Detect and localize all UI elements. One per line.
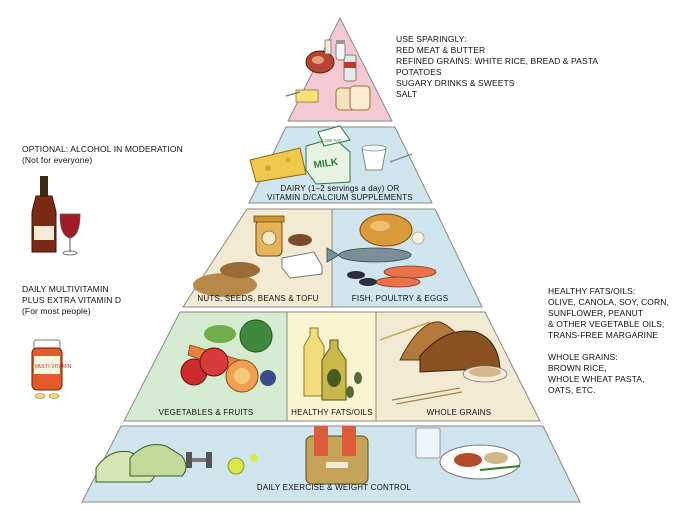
tier-label-exercise: DAILY EXERCISE & WEIGHT CONTROL <box>257 483 412 492</box>
tier-label-vegetables: VEGETABLES & FRUITS <box>159 408 254 417</box>
seeds-pile-illustration <box>193 234 312 297</box>
note-line: OPTIONAL: ALCOHOL IN MODERATION <box>22 144 183 154</box>
note-line: POTATOES <box>396 67 442 77</box>
tier-label-dairy-line2: VITAMIN D/CALCIUM SUPPLEMENTS <box>267 193 413 202</box>
whole-grains-illustration <box>379 321 508 405</box>
tier-label-fish: FISH, POULTRY & EGGS <box>352 294 448 303</box>
note-use-sparingly: USE SPARINGLY: RED MEAT & BUTTER REFINED… <box>396 34 598 100</box>
oil-bottles-illustration <box>303 327 362 401</box>
tier-label-nuts: NUTS, SEEDS, BEANS & TOFU <box>197 294 318 303</box>
dumbbells-illustration <box>186 452 258 475</box>
note-line: USE SPARINGLY: <box>396 34 467 44</box>
butter-illustration <box>285 89 319 103</box>
mussels-illustration <box>347 231 425 286</box>
milk-carton-top-label: LOW FAT <box>322 138 342 143</box>
fish-illustration <box>326 247 412 263</box>
note-line: (Not for everyone) <box>22 155 93 165</box>
bread-illustration <box>335 85 371 111</box>
note-line: & OTHER VEGETABLE OILS; <box>548 319 665 329</box>
tofu-illustration <box>281 251 323 279</box>
note-line: SUGARY DRINKS & SWEETS <box>396 78 515 88</box>
note-whole-grains: WHOLE GRAINS: BROWN RICE, WHOLE WHEAT PA… <box>548 352 645 396</box>
milk-carton-label: MILK <box>313 157 340 171</box>
soda-can-illustration <box>343 54 357 82</box>
cheese-illustration <box>249 147 307 183</box>
tier-label-whole-grains: WHOLE GRAINS <box>427 408 492 417</box>
note-line: HEALTHY FATS/OILS: <box>548 286 636 296</box>
note-line: PLUS EXTRA VITAMIN D <box>22 295 122 305</box>
note-multivitamin: DAILY MULTIVITAMIN PLUS EXTRA VITAMIN D … <box>22 284 121 317</box>
note-alcohol: OPTIONAL: ALCOHOL IN MODERATION (Not for… <box>22 144 183 166</box>
note-line: WHOLE WHEAT PASTA, <box>548 374 645 384</box>
milk-carton-illustration: MILK LOW FAT <box>305 125 351 185</box>
multivitamin-bottle-label: MULTI-VITAMIN <box>35 364 72 370</box>
note-line: RED MEAT & BUTTER <box>396 45 486 55</box>
plate-meal-illustration <box>415 427 521 480</box>
note-line: DAILY MULTIVITAMIN <box>22 284 109 294</box>
scale-feet-illustration <box>305 426 369 485</box>
note-line: (For most people) <box>22 306 91 316</box>
note-line: SUNFLOWER, PEANUT <box>548 308 644 318</box>
note-line: BROWN RICE, <box>548 363 607 373</box>
note-line: TRANS-FREE MARGARINE <box>548 330 659 340</box>
tier-label-dairy-line1: DAIRY (1–2 servings a day) OR <box>281 184 400 193</box>
yogurt-cup-illustration <box>361 144 413 171</box>
vegetables-illustration <box>180 319 276 393</box>
sneakers-illustration <box>95 444 187 483</box>
note-line: SALT <box>396 89 418 99</box>
roast-chicken-illustration <box>359 213 413 247</box>
tier-label-healthy-fats: HEALTHY FATS/OILS <box>291 408 373 417</box>
note-healthy-fats: HEALTHY FATS/OILS: OLIVE, CANOLA, SOY, C… <box>548 286 669 341</box>
note-line: OATS, ETC. <box>548 385 596 395</box>
nuts-jar-illustration <box>253 215 285 257</box>
multivitamin-bottle-illustration: MULTI-VITAMIN <box>31 339 72 399</box>
wine-bottle-illustration <box>31 176 57 253</box>
red-meat-illustration <box>305 39 335 74</box>
note-line: REFINED GRAINS: WHITE RICE, BREAD & PAST… <box>396 56 599 66</box>
note-line: OLIVE, CANOLA, SOY, CORN, <box>548 297 669 307</box>
wine-glass-illustration <box>59 213 81 256</box>
note-line: WHOLE GRAINS: <box>548 352 618 362</box>
salmon-fillet-illustration <box>375 265 437 288</box>
salt-shaker-illustration <box>335 40 346 61</box>
